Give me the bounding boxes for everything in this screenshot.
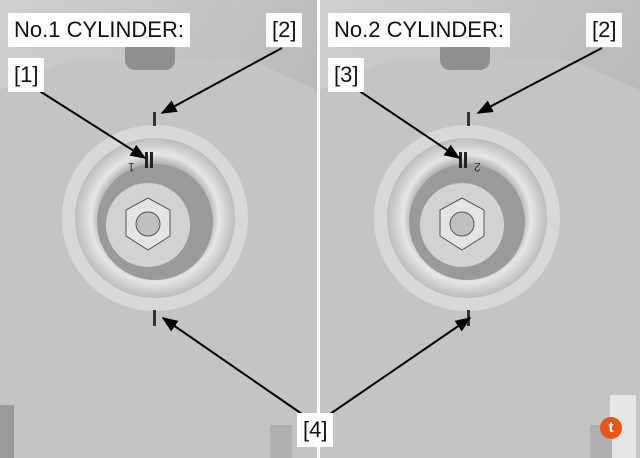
- arrow-2-left: [160, 47, 283, 114]
- panel-right-photo: [320, 0, 640, 458]
- callout-2-left: [2]: [266, 13, 303, 47]
- panel-right-title: No.2 CYLINDER:: [328, 13, 510, 47]
- panel-left-photo: [0, 0, 317, 458]
- arrow-2-right: [476, 47, 603, 114]
- arrow-3: [357, 89, 461, 159]
- arrow-1: [37, 89, 147, 159]
- t-logo-icon: t: [600, 417, 622, 439]
- panel-left-title: No.1 CYLINDER:: [8, 13, 190, 47]
- arrow-4-right: [329, 317, 472, 415]
- engraving-1: 1: [128, 160, 135, 174]
- callout-arrows: [37, 47, 603, 415]
- callout-3: [3]: [328, 58, 365, 92]
- callout-4: [4]: [297, 413, 334, 447]
- engraving-2: 2: [474, 160, 481, 174]
- callout-1: [1]: [8, 58, 45, 92]
- arrow-4-left: [161, 317, 303, 415]
- callout-2-right: [2]: [586, 13, 623, 47]
